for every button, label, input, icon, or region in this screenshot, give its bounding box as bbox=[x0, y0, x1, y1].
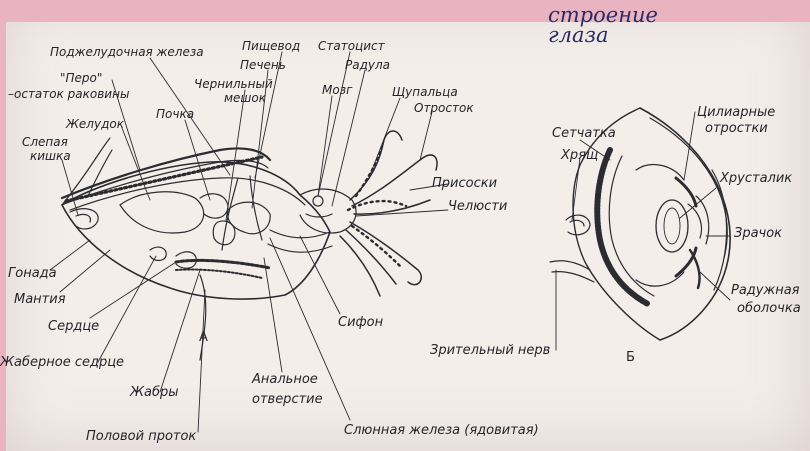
handwritten-title-line2: глаза bbox=[548, 24, 608, 46]
eye-outline bbox=[550, 108, 730, 340]
label-mantle: Мантия bbox=[14, 293, 66, 307]
label-ink-sac-2: мешок bbox=[224, 91, 266, 105]
leader-lines-a bbox=[50, 52, 448, 432]
label-jaws: Челюсти bbox=[448, 200, 507, 214]
label-caecum-1: Слепая bbox=[22, 135, 68, 149]
label-gonad: Гонада bbox=[8, 267, 57, 281]
label-retina: Сетчатка bbox=[552, 127, 616, 141]
label-genital-duct: Половой проток bbox=[86, 430, 196, 444]
label-gills: Жабры bbox=[130, 386, 179, 400]
label-cartilage: Хрящ bbox=[561, 149, 598, 163]
label-brain: Мозг bbox=[322, 83, 352, 97]
label-ciliary-1: Цилиарные bbox=[697, 106, 775, 120]
label-shell-remnant: –остаток раковины bbox=[8, 87, 129, 101]
label-tentacles: Щупальца bbox=[392, 85, 458, 99]
label-kidney: Почка bbox=[156, 107, 194, 121]
label-statocyst: Статоцист bbox=[318, 39, 385, 53]
label-heart: Сердце bbox=[48, 320, 99, 334]
label-anus-1: Анальное bbox=[252, 373, 318, 387]
panel-letter-b: Б bbox=[626, 350, 635, 365]
label-anus-2: отверстие bbox=[252, 393, 323, 407]
label-gill-heart: Жаберное седрце bbox=[0, 356, 124, 370]
label-lens: Хрусталик bbox=[720, 172, 792, 186]
label-pupil: Зрачок bbox=[734, 227, 782, 241]
label-optic-nerve: Зрительный нерв bbox=[430, 344, 550, 358]
label-liver: Печень bbox=[240, 58, 286, 72]
label-salivary-gland: Слюнная железа (ядовитая) bbox=[344, 424, 539, 438]
label-iris-2: оболочка bbox=[737, 302, 801, 316]
label-suckers: Присоски bbox=[432, 177, 497, 191]
label-stomach: Желудок bbox=[66, 117, 124, 131]
panel-letter-a: А bbox=[199, 330, 208, 345]
label-radula: Радула bbox=[345, 58, 390, 72]
label-iris-1: Радужная bbox=[731, 284, 800, 298]
label-ink-sac-1: Чернильный bbox=[194, 77, 273, 91]
label-ciliary-2: отростки bbox=[705, 122, 768, 136]
label-process: Отросток bbox=[414, 101, 474, 115]
label-pancreas: Поджелудочная железа bbox=[50, 45, 204, 59]
label-siphon: Сифон bbox=[338, 316, 383, 330]
label-caecum-2: кишка bbox=[30, 149, 71, 163]
label-pen: "Перо" bbox=[60, 71, 102, 85]
label-esophagus: Пищевод bbox=[242, 39, 300, 53]
